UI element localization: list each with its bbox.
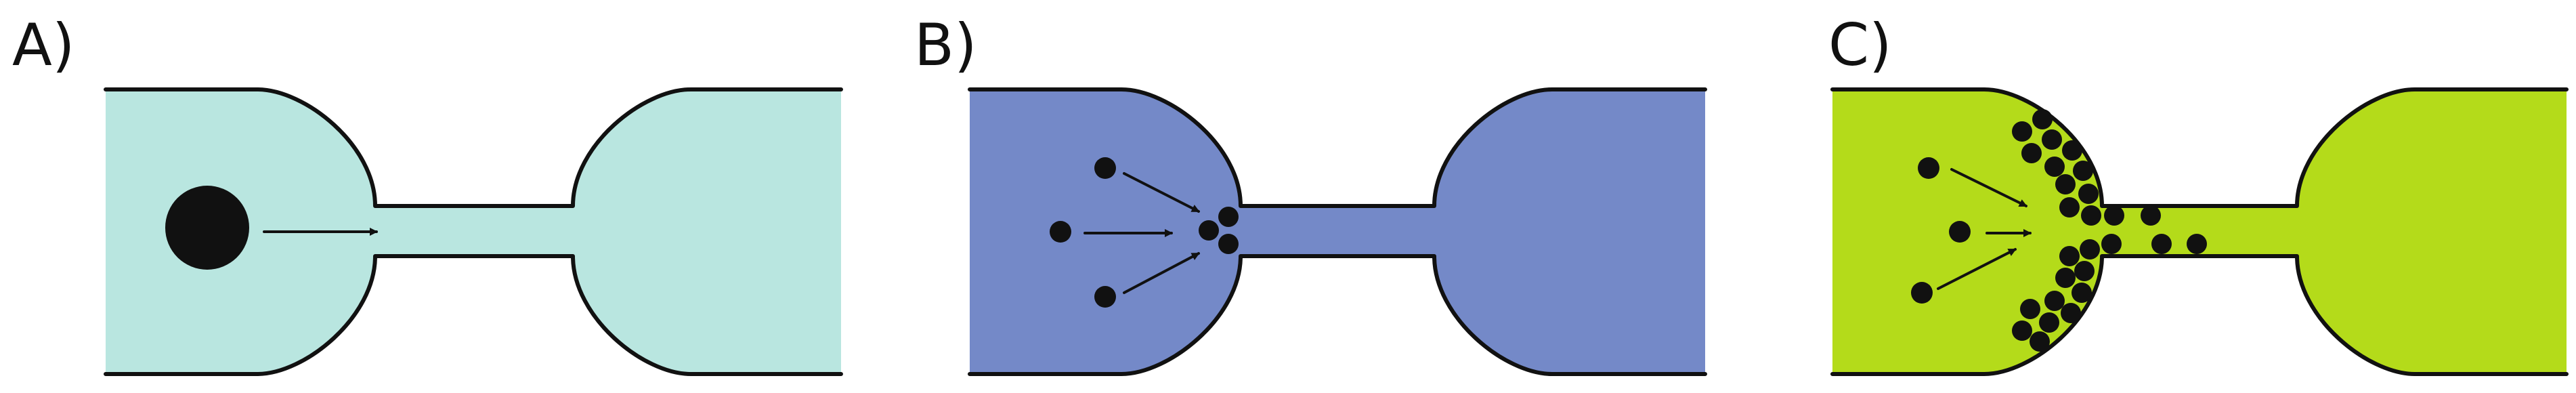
channel-bottom-outline-2 (968, 254, 1707, 376)
panel-a: A) (12, 12, 843, 376)
channel-bottom-outline-3 (1830, 254, 2569, 376)
particle-3-9 (2044, 157, 2065, 177)
channel-fill-2 (970, 89, 1705, 374)
channel-top-outline-1 (104, 87, 843, 208)
particle-2-2 (1050, 221, 1071, 243)
channel-fill-1 (106, 89, 841, 374)
particle-3-10 (2073, 161, 2093, 181)
particle-2-6 (1218, 234, 1239, 254)
channel-top-outline-2 (968, 87, 1707, 208)
particle-3-23 (2044, 291, 2065, 311)
particle-2-5 (1218, 207, 1239, 227)
flow-arrow-3-1 (1950, 168, 2027, 207)
channel-bottom-outline-1 (104, 254, 843, 376)
particle-3-7 (2021, 143, 2042, 163)
particle-3-17 (2080, 239, 2100, 260)
particle-3-20 (2074, 261, 2095, 281)
particle-3-28 (2012, 320, 2032, 341)
particle-3-16 (2141, 205, 2161, 226)
particle-3-21 (2055, 268, 2076, 288)
particle-2-1 (1094, 157, 1116, 179)
flow-arrow-2-3 (1123, 252, 1200, 294)
particle-3-12 (2078, 184, 2099, 204)
particle-3-11 (2055, 174, 2076, 194)
particle-3-13 (2059, 197, 2080, 218)
channel-top-outline-3 (1830, 87, 2569, 208)
particle-3-25 (2039, 312, 2059, 333)
particle-3-19 (2059, 246, 2080, 266)
particle-3-4 (2012, 121, 2032, 142)
particle-3-22 (2071, 283, 2092, 303)
particle-3-18 (2101, 234, 2122, 254)
particle-3-14 (2081, 205, 2101, 226)
flow-arrow-3-3 (1937, 248, 2017, 290)
particle-3-8 (2062, 140, 2082, 161)
particle-3-5 (2032, 109, 2053, 129)
particle-3-6 (2042, 129, 2062, 150)
particle-3-29 (2151, 234, 2172, 254)
particle-3-26 (2020, 299, 2040, 319)
panel-b-label: B) (914, 12, 977, 79)
flow-arrow-2-1 (1123, 172, 1200, 213)
particle-2-3 (1094, 286, 1116, 308)
panel-c: C) (1828, 12, 2569, 376)
particle-3-3 (1911, 282, 1933, 304)
channel-fill-3 (1832, 89, 2567, 374)
particle-3-27 (2030, 331, 2050, 352)
panel-b: B) (914, 12, 1707, 376)
panel-a-label: A) (12, 12, 74, 79)
particle-3-2 (1949, 221, 1971, 243)
particle-3-30 (2187, 234, 2207, 254)
particle-3-24 (2061, 303, 2081, 323)
panel-c-label: C) (1828, 12, 1892, 79)
particle-2-4 (1199, 220, 1219, 241)
particle-3-1 (1918, 157, 1939, 179)
particle-3-15 (2104, 205, 2124, 226)
particle-1-1 (165, 186, 249, 270)
